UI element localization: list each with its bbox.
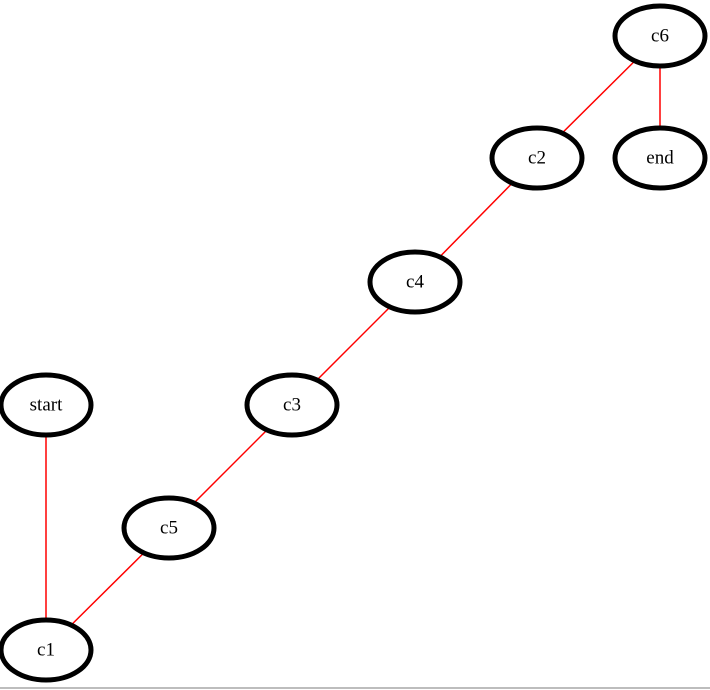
node-c1-ellipse bbox=[0, 617, 94, 683]
node-c3: c3 bbox=[244, 372, 340, 438]
node-c6-ellipse bbox=[612, 3, 708, 69]
node-c1-label: c1 bbox=[37, 640, 55, 661]
node-end: end bbox=[612, 125, 708, 191]
edges-layer bbox=[45, 60, 661, 626]
node-c6: c6 bbox=[612, 3, 708, 69]
nodes-layer: c6 c2 end c4 c3 start c5 c1 bbox=[0, 3, 708, 683]
node-c4-label: c4 bbox=[406, 272, 424, 293]
node-c2: c2 bbox=[489, 125, 585, 191]
node-c4: c4 bbox=[367, 249, 463, 315]
node-c5-ellipse bbox=[121, 495, 217, 561]
node-c3-ellipse bbox=[244, 372, 340, 438]
edge-c4-c3 bbox=[316, 306, 391, 381]
node-c6-label: c6 bbox=[651, 26, 669, 47]
edge-c5-c1 bbox=[70, 552, 145, 626]
node-start-label: start bbox=[30, 395, 63, 416]
node-end-label: end bbox=[646, 148, 674, 169]
edge-c2-c4 bbox=[439, 182, 513, 258]
node-start: start bbox=[0, 372, 94, 438]
node-c2-ellipse bbox=[489, 125, 585, 191]
node-c5-label: c5 bbox=[160, 518, 178, 539]
edge-c6-c2 bbox=[561, 60, 636, 134]
edge-c3-c5 bbox=[193, 429, 268, 504]
node-c3-label: c3 bbox=[283, 395, 301, 416]
node-end-ellipse bbox=[612, 125, 708, 191]
node-c4-ellipse bbox=[367, 249, 463, 315]
node-start-ellipse bbox=[0, 372, 94, 438]
node-c5: c5 bbox=[121, 495, 217, 561]
node-c1: c1 bbox=[0, 617, 94, 683]
node-c2-label: c2 bbox=[528, 148, 546, 169]
